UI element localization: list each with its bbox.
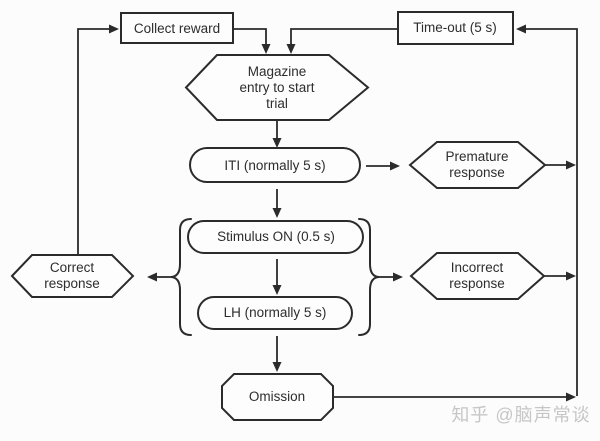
collect-reward-box: [120, 12, 234, 44]
arrowhead-into-collect-reward: [109, 24, 119, 34]
time-out-box: [397, 11, 514, 45]
arrowhead-into-lh: [272, 285, 282, 295]
incorrect-response-hexagon: [409, 252, 546, 300]
arrowhead-into-premature: [390, 161, 400, 171]
arrowhead-incorrect-join: [566, 271, 576, 281]
arrowhead-omission-join: [566, 392, 576, 402]
stimulus-on-stadium: [187, 220, 364, 254]
arrowhead-into-incorrect: [393, 272, 403, 282]
lh-stadium: [197, 296, 353, 330]
arrowhead-into-magazine-right: [286, 44, 296, 54]
edge-feedback-to-timeout: [525, 28, 578, 396]
edge-correct-to-collect: [77, 28, 109, 255]
edge-collect-to-magazine: [232, 28, 267, 45]
arrowhead-premature-join: [566, 160, 576, 170]
arrowhead-into-stimulus: [272, 208, 282, 218]
arrowhead-into-magazine-left: [261, 44, 271, 54]
arrowhead-into-correct: [147, 272, 157, 282]
right-brace: [358, 218, 380, 336]
arrowhead-into-omission: [272, 362, 282, 372]
watermark: 知乎 @脑声常谈: [451, 405, 591, 425]
omission-octagon: [221, 373, 334, 421]
iti-stadium: [189, 147, 361, 183]
magazine-entry-hexagon: [184, 54, 370, 121]
arrowhead-into-timeout: [516, 24, 526, 34]
edge-timeout-to-magazine: [290, 28, 397, 45]
arrowhead-into-iti: [272, 138, 282, 148]
correct-response-hexagon: [10, 254, 135, 298]
left-brace: [170, 218, 192, 336]
premature-response-hexagon: [408, 141, 547, 189]
